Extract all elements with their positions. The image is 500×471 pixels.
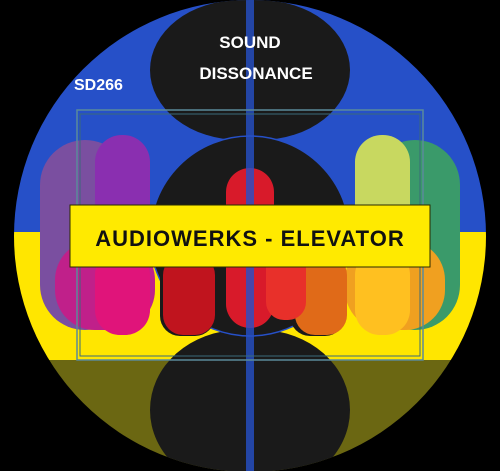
red-pill-left (163, 255, 215, 335)
release-banner (69, 204, 431, 268)
left-pink-shape (95, 250, 150, 335)
label-name-line1: SOUND (219, 33, 280, 52)
catalog-number: SD266 (74, 77, 123, 94)
release-title: AUDIOWERKS - ELEVATOR (95, 226, 404, 251)
right-gold-shape (355, 250, 410, 335)
label-name-line2: DISSONANCE (199, 64, 312, 83)
orange-pill-right (295, 255, 347, 335)
